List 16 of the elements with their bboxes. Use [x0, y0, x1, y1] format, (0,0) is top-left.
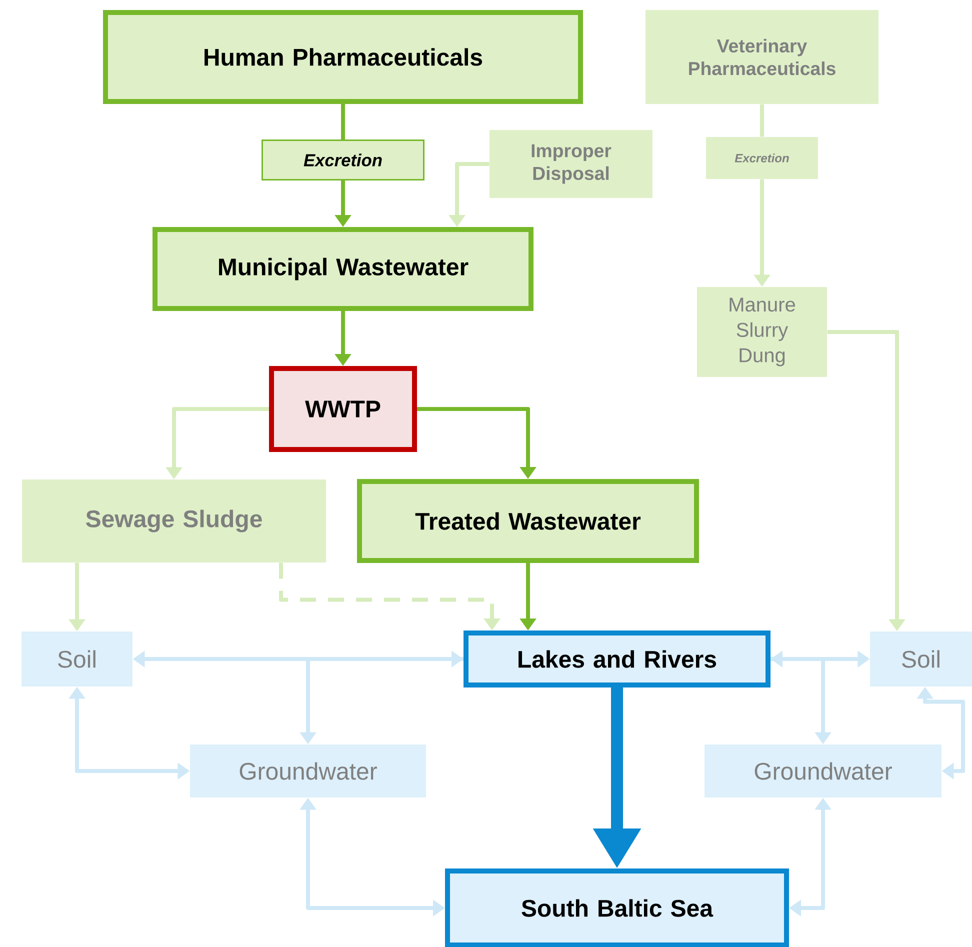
process-box: Improper Disposal — [490, 130, 652, 198]
process-box: Municipal Wastewater — [152, 227, 534, 311]
process-box: Manure Slurry Dung — [697, 287, 827, 377]
process-box: Excretion — [706, 137, 818, 179]
process-box: Soil — [22, 632, 132, 686]
process-box: Human Pharmaceuticals — [103, 10, 583, 104]
process-box: Groundwater — [704, 744, 942, 798]
process-box: Veterinary Pharmaceuticals — [646, 10, 878, 104]
process-box: Lakes and Rivers — [464, 630, 770, 688]
process-box: WWTP — [269, 366, 417, 452]
process-box: Sewage Sludge — [22, 480, 326, 562]
process-box: Excretion — [262, 140, 424, 180]
process-box: Treated Wastewater — [357, 479, 699, 563]
process-box: Soil — [870, 632, 972, 686]
process-box: South Baltic Sea — [445, 868, 789, 947]
process-box: Groundwater — [190, 744, 426, 798]
